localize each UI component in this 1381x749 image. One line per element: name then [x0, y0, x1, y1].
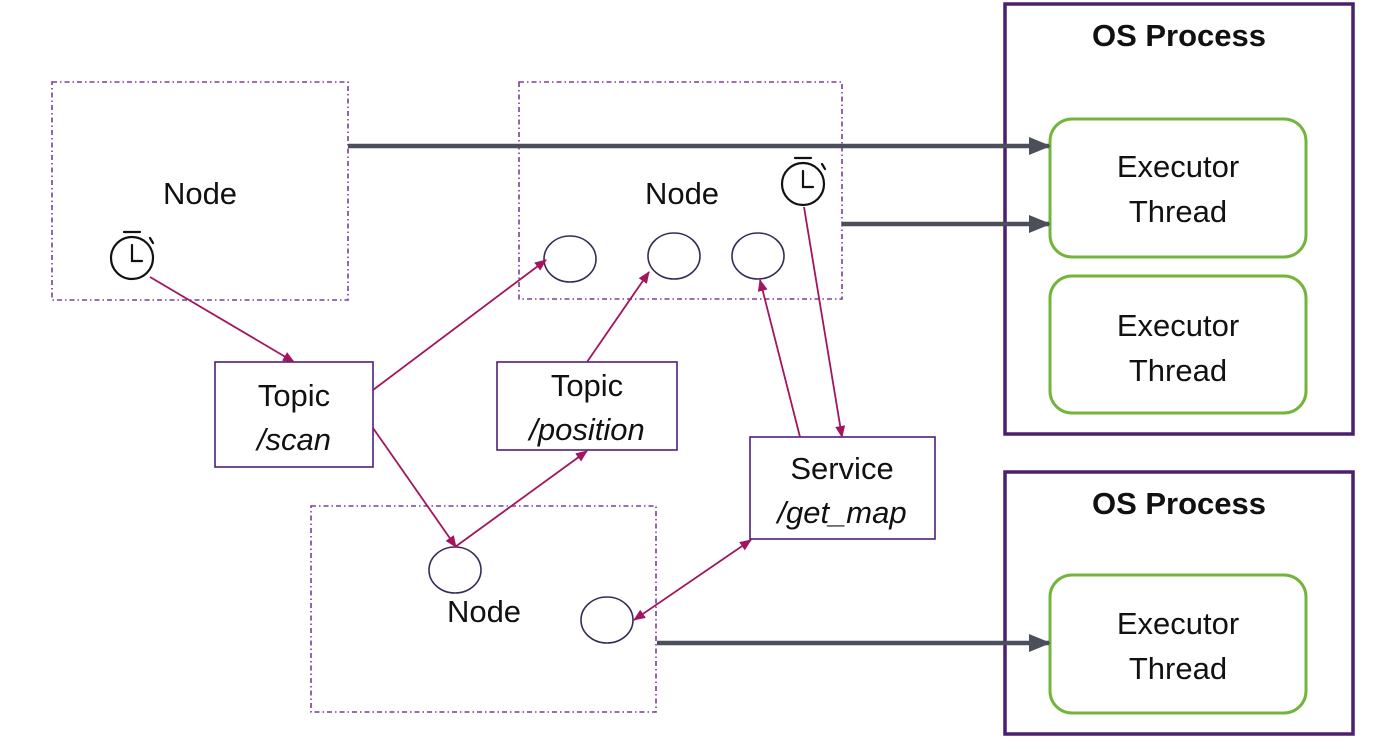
timer-to-service-link [803, 206, 846, 438]
executor-thread-1-line1: Executor [1117, 149, 1239, 184]
service-node-c-link [633, 539, 752, 621]
executor-thread-3-line1: Executor [1117, 606, 1239, 641]
timer-icon [109, 230, 155, 281]
node-c-label: Node [447, 594, 521, 629]
executor-thread-2-line1: Executor [1117, 308, 1239, 343]
executor-thread-3-box [1048, 573, 1308, 715]
node-c-publisher-position [428, 546, 482, 594]
os-process-1-box [1003, 2, 1355, 436]
node-b-label: Node [645, 176, 719, 211]
scan-to-node-b-link [372, 259, 547, 391]
os-process-2-title: OS Process [1092, 486, 1266, 521]
node-c-to-position-link [454, 450, 588, 548]
topic-position-label: Topic [551, 368, 623, 403]
executor-thread-1-box [1048, 117, 1308, 259]
topic-scan-name: /scan [255, 422, 331, 457]
scan-to-node-c-link [372, 427, 457, 548]
timer-to-scan-link [149, 276, 295, 363]
os-process-1-title: OS Process [1092, 18, 1266, 53]
node-b-subscriber-position [647, 232, 701, 280]
service-name: /get_map [775, 495, 906, 530]
executor-thread-2-line2: Thread [1129, 353, 1227, 388]
service-get-map-box [749, 436, 936, 540]
executor-thread-2-box [1048, 274, 1308, 415]
node-b-box [518, 81, 843, 300]
topic-position-box [496, 361, 678, 451]
topic-scan-label: Topic [258, 378, 330, 413]
service-label: Service [790, 451, 893, 486]
timer-icon [780, 156, 827, 207]
executor-thread-3-line2: Thread [1129, 651, 1227, 686]
os-process-2-box [1003, 470, 1355, 736]
node-b-subscriber-scan [543, 235, 597, 283]
node-c-service-server [580, 596, 634, 644]
topic-position-name: /position [527, 412, 644, 447]
topic-scan-box [214, 361, 374, 468]
node-a-label: Node [163, 176, 237, 211]
node-b-service-client [731, 232, 785, 280]
service-to-node-b-link [757, 279, 801, 438]
executor-thread-1-line2: Thread [1129, 194, 1227, 229]
position-to-node-b-link [586, 271, 650, 363]
node-a-box [51, 81, 349, 301]
